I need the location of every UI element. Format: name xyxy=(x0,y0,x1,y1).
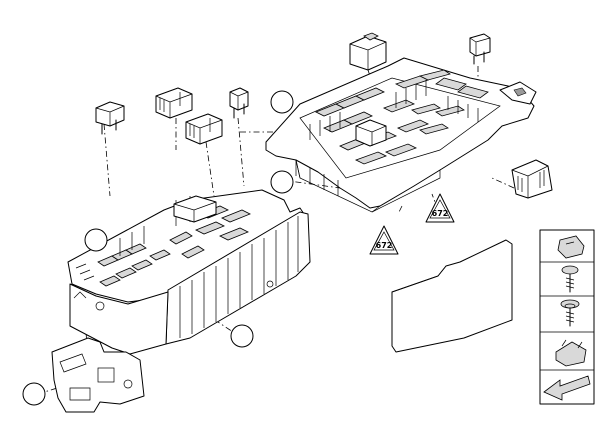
housing-ribs xyxy=(179,216,299,338)
relay-block-a[interactable] xyxy=(155,87,193,119)
callout-circle xyxy=(22,382,46,406)
fuse-slots-upper xyxy=(315,69,489,165)
cover-clip[interactable] xyxy=(511,159,553,199)
callout-circle xyxy=(230,324,254,348)
warning-label-2-text: 672 xyxy=(432,209,449,218)
warning-label-1[interactable]: 672 xyxy=(369,225,399,255)
callout-circle xyxy=(270,90,294,114)
clip-nut-icon[interactable] xyxy=(557,235,585,259)
mini-fuse-right[interactable] xyxy=(229,87,249,119)
fin-lines-upper xyxy=(295,80,479,196)
callouts xyxy=(22,90,294,406)
warning-label-1-text: 672 xyxy=(376,241,393,250)
screw-icon[interactable] xyxy=(561,265,579,293)
callout-circle xyxy=(84,228,108,252)
arrow-direction-icon[interactable] xyxy=(543,375,591,401)
relay[interactable] xyxy=(349,32,387,71)
fuse-box-upper[interactable] xyxy=(265,57,537,213)
small-parts-panel xyxy=(539,229,595,405)
bolt-with-washer-icon[interactable] xyxy=(560,299,580,327)
callout-circle xyxy=(270,170,294,194)
mounting-bracket[interactable] xyxy=(51,337,145,413)
relay-block-b[interactable] xyxy=(185,113,223,145)
cable-clip-icon[interactable] xyxy=(555,339,587,367)
fuse-box-lower[interactable] xyxy=(67,189,311,355)
warning-label-2[interactable]: 672 xyxy=(425,193,455,223)
mini-fuse-left[interactable] xyxy=(95,101,125,135)
blade-fuse-top-right[interactable] xyxy=(469,33,491,65)
insulating-pad[interactable] xyxy=(391,239,513,353)
